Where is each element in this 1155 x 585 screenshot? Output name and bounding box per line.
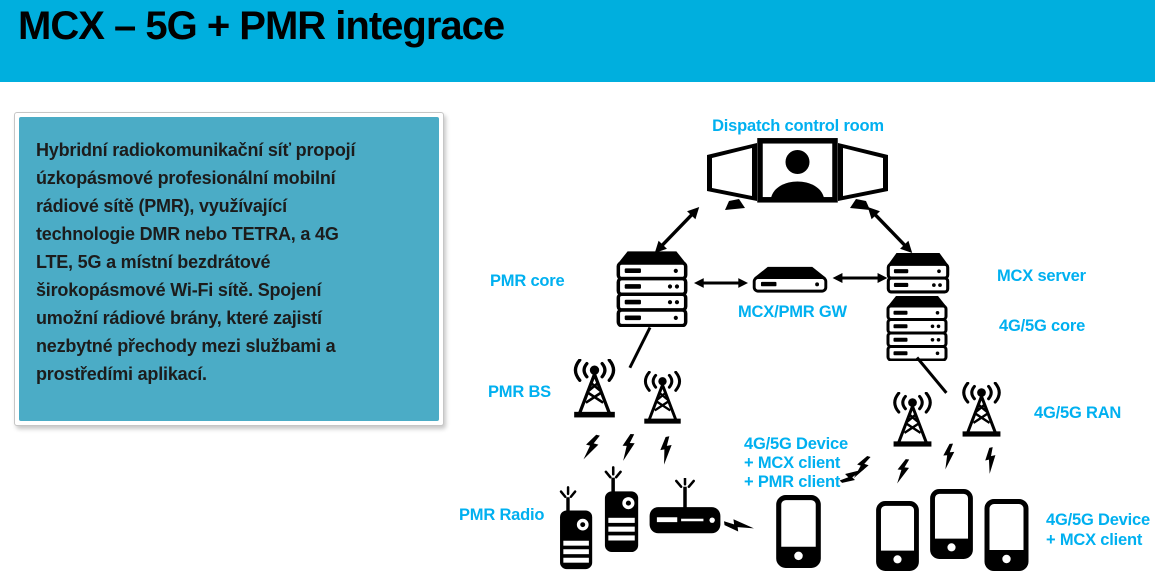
radio-link-bolt-icon — [724, 519, 754, 532]
label-4g5g-ran: 4G/5G RAN — [1034, 404, 1122, 422]
line-pmrcore-to-pmrbs — [628, 326, 652, 369]
smartphone-icon — [930, 489, 973, 559]
smartphone-icon — [876, 501, 919, 571]
radio-link-bolt-icon — [985, 447, 996, 474]
page-title: MCX – 5G + PMR integrace — [18, 4, 505, 48]
arrow-pmrcore-gw-icon — [694, 278, 748, 288]
ran-tower-icon — [962, 382, 1001, 437]
walkie-talkie-icon — [559, 486, 593, 570]
pmr-core-server-icon — [616, 251, 688, 327]
ran-tower-icon — [893, 392, 932, 447]
intro-panel: Hybridní radiokomunikační síť propojí úz… — [14, 112, 444, 426]
slide-header-bar: MCX – 5G + PMR integrace — [0, 0, 1155, 82]
arrow-dispatch-mcxserver-icon — [867, 206, 913, 254]
radio-link-bolt-icon — [897, 459, 910, 484]
4g5g-core-server-icon — [886, 296, 948, 361]
line-4g5gcore-to-ran — [915, 356, 948, 394]
dispatch-monitors-icon — [707, 138, 888, 210]
smartphone-icon — [776, 495, 821, 568]
radio-link-bolt-icon — [853, 455, 871, 479]
radio-link-bolt-icon — [583, 434, 600, 460]
pmr-bs-tower-icon — [643, 371, 682, 424]
smartphone-icon — [984, 499, 1029, 571]
label-pmr-core: PMR core — [490, 272, 565, 290]
mcx-server-icon — [886, 253, 950, 294]
mcx-pmr-gateway-icon — [752, 266, 828, 293]
intro-panel-fill: Hybridní radiokomunikační síť propojí úz… — [19, 117, 439, 421]
label-line: 4G/5G Device — [744, 435, 848, 453]
radio-link-bolt-icon — [943, 443, 955, 470]
walkie-talkie-icon — [604, 466, 639, 553]
label-mcx-server: MCX server — [997, 267, 1086, 285]
label-4g5g-device-full: 4G/5G Device + MCX client + PMR client — [744, 435, 848, 492]
radio-link-bolt-icon — [622, 434, 635, 461]
label-line: + MCX client — [1046, 531, 1143, 549]
arrow-gw-mcxserver-icon — [832, 273, 888, 283]
pmr-bs-tower-icon — [573, 359, 616, 418]
label-line: + MCX client — [744, 454, 841, 472]
label-pmr-bs: PMR BS — [488, 383, 551, 401]
label-4g5g-device-mcx: 4G/5G Device + MCX client — [1046, 510, 1150, 550]
label-line: 4G/5G Device — [1046, 511, 1150, 529]
label-mcx-pmr-gw: MCX/PMR GW — [738, 303, 847, 321]
arrow-dispatch-pmrcore-icon — [654, 206, 700, 254]
label-line: + PMR client — [744, 473, 841, 491]
radio-gateway-router-icon — [649, 478, 721, 534]
radio-link-bolt-icon — [660, 436, 672, 465]
label-dispatch-control-room: Dispatch control room — [712, 117, 884, 135]
label-4g5g-core: 4G/5G core — [999, 317, 1086, 335]
label-pmr-radio: PMR Radio — [459, 506, 545, 524]
intro-text: Hybridní radiokomunikační síť propojí úz… — [36, 140, 356, 384]
